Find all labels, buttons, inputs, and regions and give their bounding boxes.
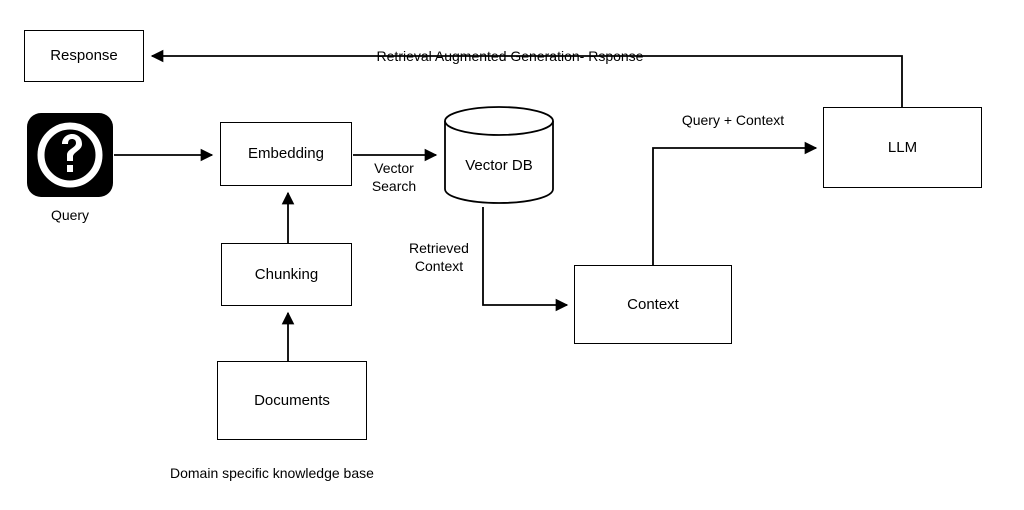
node-context-label: Context bbox=[627, 295, 679, 313]
node-context[interactable]: Context bbox=[574, 265, 732, 344]
edge-label-vector-search: Vector Search bbox=[371, 160, 417, 194]
node-llm[interactable]: LLM bbox=[823, 107, 982, 188]
edge-label-rag-response: Retrieval Augmented Generation- Rsponse bbox=[376, 47, 644, 64]
edge-label-query-plus-context: Query + Context bbox=[681, 112, 785, 128]
node-query-label: Query bbox=[50, 207, 90, 223]
node-chunking[interactable]: Chunking bbox=[221, 243, 352, 306]
node-vector-db-label: Vector DB bbox=[465, 157, 533, 174]
node-documents[interactable]: Documents bbox=[217, 361, 367, 440]
edge-llm-to-response bbox=[150, 49, 903, 107]
question-mark-icon bbox=[37, 122, 103, 188]
database-cylinder-icon bbox=[444, 106, 554, 204]
footer-caption: Domain specific knowledge base bbox=[170, 465, 374, 481]
node-response[interactable]: Response bbox=[24, 30, 144, 82]
node-query[interactable] bbox=[27, 113, 113, 197]
edge-context-to-llm bbox=[652, 141, 818, 265]
node-embedding-label: Embedding bbox=[248, 145, 324, 163]
node-chunking-label: Chunking bbox=[254, 265, 319, 283]
node-documents-label: Documents bbox=[254, 391, 330, 409]
edge-label-retrieved-context: Retrieved Context bbox=[409, 240, 469, 274]
edge-vectordb-to-context bbox=[482, 207, 569, 312]
node-embedding[interactable]: Embedding bbox=[220, 122, 352, 186]
node-response-label: Response bbox=[50, 47, 118, 65]
node-llm-label: LLM bbox=[887, 138, 918, 156]
node-vector-db[interactable]: Vector DB bbox=[443, 105, 555, 205]
